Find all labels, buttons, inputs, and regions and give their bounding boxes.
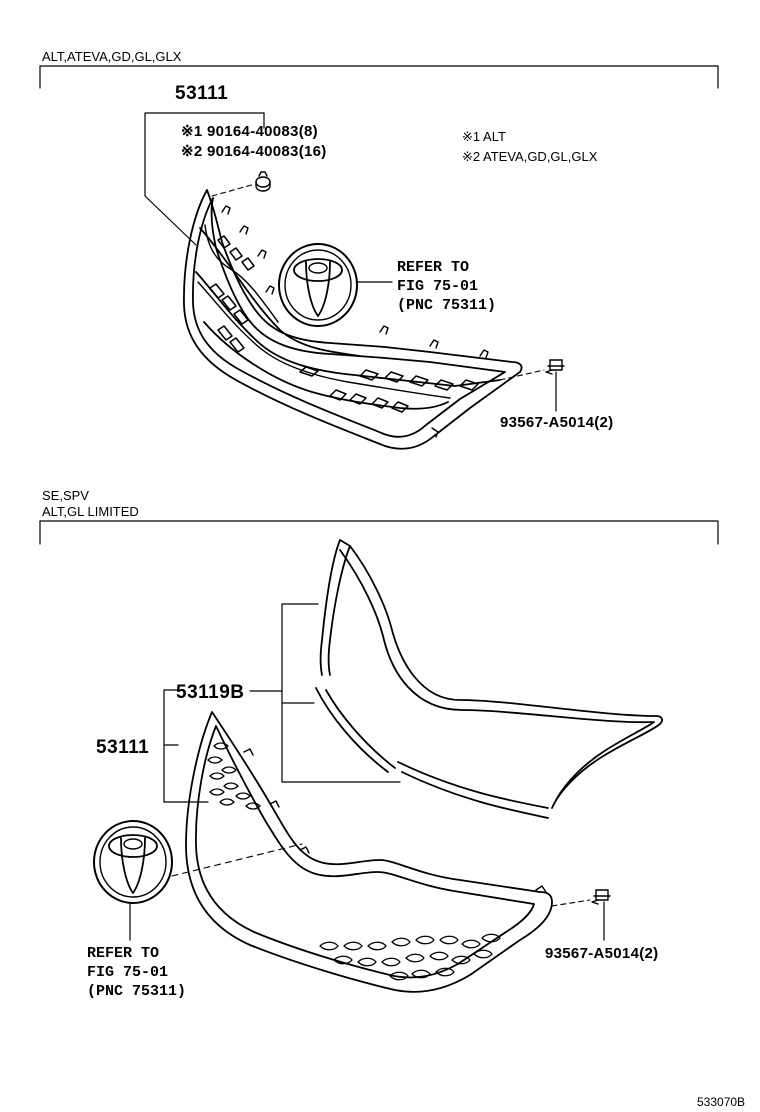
molding-part-number: 53119B	[176, 682, 245, 703]
section1-header: ALT,ATEVA,GD,GL,GLX	[42, 49, 182, 64]
grille2	[185, 711, 553, 993]
emblem1-reference: REFER TO FIG 75-01 (PNC 75311)	[397, 258, 496, 315]
section1-bracket	[39, 65, 719, 89]
figure-code: 533070B	[697, 1095, 746, 1109]
clip1-part-number-other: ※2 90164-40083(16)	[181, 143, 327, 160]
screw2-part-number: 93567-A5014(2)	[545, 945, 659, 962]
emblem1-ref-line3: (PNC 75311)	[397, 297, 497, 314]
screw1-drawing	[499, 359, 565, 412]
emblem2-reference: REFER TO FIG 75-01 (PNC 75311)	[87, 944, 186, 1001]
variant-note-2: ※2 ATEVA,GD,GL,GLX	[462, 149, 598, 164]
emblem2-ref-line3: (PNC 75311)	[87, 983, 187, 1000]
grille1	[183, 189, 523, 450]
molding-drawing	[315, 539, 663, 819]
emblem1-ref-line1: REFER TO	[397, 259, 470, 276]
variant-note-1: ※1 ALT	[462, 129, 506, 144]
molding-leader	[281, 603, 401, 783]
clip1-part-number-alt: ※1 90164-40083(8)	[181, 123, 318, 140]
grille2-part-number: 53111	[96, 737, 150, 758]
emblem2-ref-line2: FIG 75-01	[87, 964, 169, 981]
section2-bracket	[39, 520, 719, 545]
screw1-part-number: 93567-A5014(2)	[500, 414, 614, 431]
section2-header-line1: SE,SPV	[42, 488, 89, 503]
emblem1-drawing	[278, 243, 393, 327]
emblem2-drawing	[93, 820, 303, 941]
grille1-part-number: 53111	[175, 83, 229, 104]
section2-header-line2: ALT,GL LIMITED	[42, 504, 139, 519]
screw2-drawing	[551, 889, 611, 941]
grille2-leader	[163, 689, 209, 803]
emblem1-ref-line2: FIG 75-01	[397, 278, 479, 295]
clip1-drawing	[211, 171, 271, 197]
emblem2-ref-line1: REFER TO	[87, 945, 160, 962]
grille1-leader	[144, 112, 265, 246]
